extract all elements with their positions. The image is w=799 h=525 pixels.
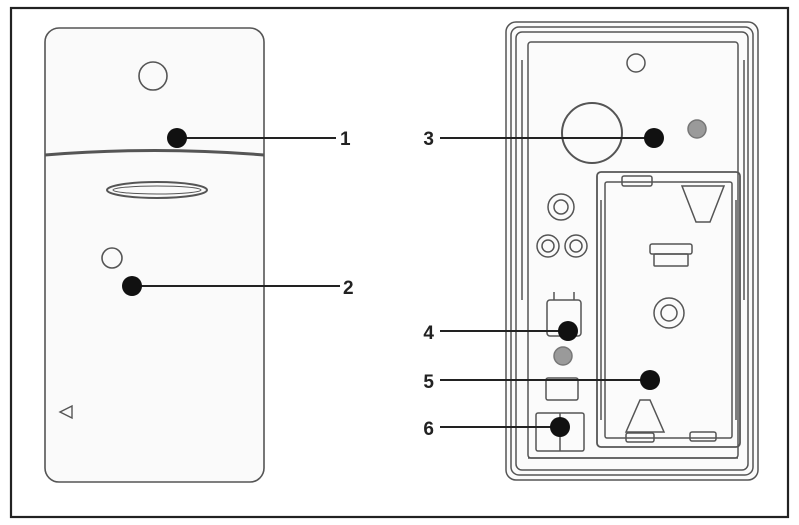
front-cover-outline bbox=[44, 27, 265, 483]
front-cover-view bbox=[44, 27, 265, 483]
battery-compartment-inner bbox=[604, 181, 733, 439]
back-top-hole bbox=[626, 53, 646, 73]
callout-number-3: 3 bbox=[423, 129, 434, 150]
small-square-pad bbox=[545, 377, 579, 401]
callout-dot-4 bbox=[558, 321, 578, 341]
callout-number-4: 4 bbox=[423, 323, 434, 344]
battery-top-spring bbox=[680, 185, 726, 223]
callout-dot-6 bbox=[550, 417, 570, 437]
callout-number-1: 1 bbox=[340, 129, 351, 150]
battery-center-tab-lower bbox=[653, 253, 689, 267]
housing-rim-2 bbox=[510, 26, 754, 476]
callout-layer: 1 2 3 4 5 6 bbox=[122, 128, 664, 440]
front-led-hole bbox=[101, 247, 123, 269]
knob-2-inner bbox=[541, 239, 555, 253]
gray-screw bbox=[687, 119, 707, 139]
battery-bottom-spring bbox=[624, 399, 666, 433]
battery-top-clip-left bbox=[621, 175, 653, 187]
gray-led bbox=[553, 346, 573, 366]
knob-3 bbox=[564, 234, 588, 258]
callout-number-5: 5 bbox=[423, 372, 434, 393]
front-top-hole bbox=[138, 61, 168, 91]
front-seam-line bbox=[44, 149, 265, 157]
callout-number-6: 6 bbox=[423, 419, 434, 440]
battery-bottom-clip-left bbox=[625, 432, 655, 443]
knob-1-inner bbox=[553, 199, 569, 215]
back-housing-view bbox=[505, 21, 759, 481]
callout-dot-1 bbox=[167, 128, 187, 148]
callout-dot-2 bbox=[122, 276, 142, 296]
callout-dot-3 bbox=[644, 128, 664, 148]
front-lens-slot-inner bbox=[112, 185, 202, 195]
triangle-left-icon bbox=[58, 404, 73, 420]
knob-1-outer bbox=[547, 193, 575, 221]
callout-number-2: 2 bbox=[343, 278, 354, 299]
front-lens-slot bbox=[106, 181, 208, 199]
callout-dot-5 bbox=[640, 370, 660, 390]
sensor-dome bbox=[561, 102, 623, 164]
battery-center-screw bbox=[653, 297, 685, 329]
housing-rim-3 bbox=[515, 31, 749, 471]
battery-compartment bbox=[596, 171, 741, 448]
battery-bottom-clip-right bbox=[689, 431, 717, 442]
knob-2 bbox=[536, 234, 560, 258]
battery-center-screw-inner bbox=[660, 304, 678, 322]
knob-3-inner bbox=[569, 239, 583, 253]
